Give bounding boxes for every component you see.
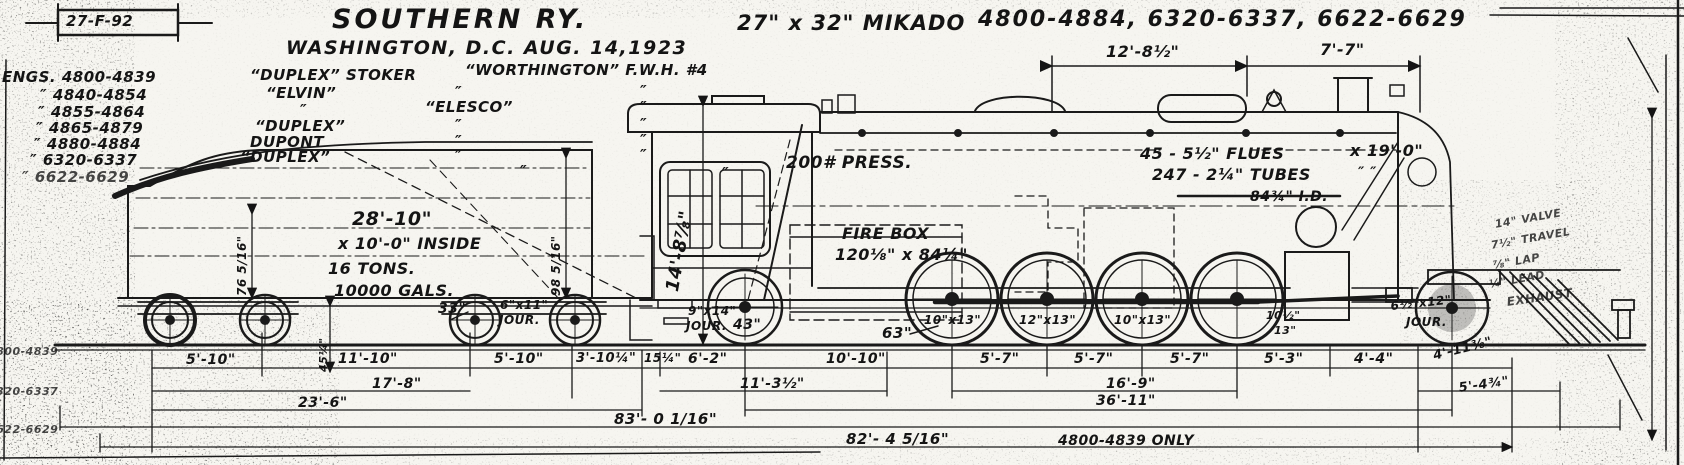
dim-r1-3: 3'-10¼" <box>576 351 637 366</box>
dim-r1-9: 5'-7" <box>1170 351 1210 367</box>
vertical-dimension-lines <box>246 95 1658 442</box>
ditto-m2: ″ <box>722 164 730 182</box>
dim-r1-2: 5'-10" <box>494 351 544 367</box>
drawing-number-box <box>25 3 213 42</box>
firebox-size: 120⅛" x 84¼" <box>835 245 968 264</box>
dim-r1-10: 5'-3" <box>1264 351 1304 367</box>
dim-total-4800-series: 82'- 4 5/16" <box>846 430 950 448</box>
dim-r1-0: 5'-10" <box>186 352 236 368</box>
engine-range-1: ENGS. 4800-4839 <box>2 68 157 86</box>
tender-rear-height-dim: 98 5/16" <box>549 235 563 296</box>
flues-length: x 19'-0" <box>1350 141 1424 160</box>
dim-r1-4: 15¼" <box>644 351 682 365</box>
dim-r3-0: 23'-6" <box>298 395 348 411</box>
tender-truck-height-dim: 45¼" <box>317 337 330 372</box>
margin-number-3: 6622-6629 <box>0 423 59 436</box>
tender-journal-label: JOUR. <box>499 313 540 327</box>
dim-r1-6: 10'-10" <box>826 351 886 367</box>
tender-inside-width: x 10'-0" INSIDE <box>338 234 482 253</box>
driver-journal-1: 10"x13" <box>924 313 982 327</box>
dim-r2-2: 16'-9" <box>1106 376 1156 392</box>
fwh-1: “WORTHINGTON” F.W.H. #4 <box>465 61 708 79</box>
dim-r1-5: 6'-2" <box>688 351 728 367</box>
tubes-length-ditto: ″ ″ <box>1358 165 1377 181</box>
engine-range-4: ″ 4865-4879 <box>36 119 144 137</box>
road-numbers: 4800-4884, 6320-6337, 6622-6629 <box>978 7 1467 32</box>
tender-wheel-diameter: 33" <box>438 301 467 317</box>
boiler <box>639 77 1491 321</box>
flues-count: 45 - 5½" FLUES <box>1140 144 1285 163</box>
tender-inside-length: 28'-10" <box>352 208 432 230</box>
margin-number-2: 6320-6337 <box>0 385 59 398</box>
tender-coal-capacity: 16 TONS. <box>328 259 416 278</box>
ditto-5d: ″ <box>640 131 648 149</box>
engine-range-5: ″ 4880-4884 <box>34 135 142 153</box>
dim-r2-0: 17'-8" <box>372 376 422 392</box>
tubes-count: 247 - 2¼" TUBES <box>1152 165 1311 184</box>
engine-range-3: ″ 4855-4864 <box>38 103 146 121</box>
dim-r2-1: 11'-3½" <box>740 376 805 392</box>
engine-range-2: ″ 4840-4854 <box>40 86 148 104</box>
driver-journal-4b: 13" <box>1274 324 1297 337</box>
stoker-6: “DUPLEX” <box>240 148 331 166</box>
ditto-2d: ″ <box>640 82 648 100</box>
location-date: WASHINGTON, D.C. AUG. 14,1923 <box>286 37 688 59</box>
ditto-6d: ″ <box>640 146 648 164</box>
engine-range-7: ″ 6622-6629 <box>22 168 130 186</box>
trailing-truck-journal-label: JOUR. <box>686 319 727 333</box>
lead-truck-journal-label: JOUR. <box>1406 315 1447 329</box>
top-dimension-lines <box>1040 55 1422 113</box>
ditto-3b: ″ <box>300 101 308 119</box>
tender-front-height-dim: 76 5/16" <box>235 235 249 296</box>
dim-boiler-rear: 12'-8½" <box>1106 42 1180 61</box>
railroad-title: SOUTHERN RY. <box>332 4 589 35</box>
stoker-4: “DUPLEX” <box>255 117 346 135</box>
stoker-5: DUPONT <box>250 133 325 151</box>
driver-journal-4a: 10½" <box>1266 309 1301 322</box>
stoker-1: “DUPLEX” STOKER <box>250 66 417 84</box>
boiler-pressure: 200# PRESS. <box>786 153 913 173</box>
dim-r3-1: 36'-11" <box>1096 393 1156 409</box>
margin-number-1: 4800-4839 <box>0 345 59 358</box>
bottom-dimension-lines <box>59 311 1621 453</box>
tender-water-capacity: 10000 GALS. <box>334 281 455 300</box>
ditto-6c: ″ <box>455 147 463 165</box>
rail-lines <box>53 343 1647 351</box>
driver-journal-2: 12"x13" <box>1019 313 1077 327</box>
pilot <box>1427 269 1635 346</box>
ditto-4d: ″ <box>640 115 648 133</box>
ditto-3d: ″ <box>640 98 648 116</box>
dim-boiler-front: 7'-7" <box>1320 40 1365 59</box>
firebox-label: FIRE BOX <box>842 224 930 243</box>
cylinders-class: 27" x 32" MIKADO <box>737 11 966 35</box>
stoker-2: “ELVIN” <box>266 84 337 102</box>
dim-r1-7: 5'-7" <box>980 351 1020 367</box>
ditto-2c: ″ <box>455 83 463 101</box>
driver-journal-3: 10"x13" <box>1114 313 1172 327</box>
ditto-5c: ″ <box>455 132 463 150</box>
dim-total-note: 4800-4839 ONLY <box>1058 433 1195 449</box>
driver-diameter: 63" <box>882 324 913 342</box>
tender-wheels <box>143 293 602 347</box>
drawing-number: 27-F-92 <box>66 12 134 30</box>
dim-r1-8: 5'-7" <box>1074 351 1114 367</box>
dim-r1-1: 11'-10" <box>338 351 398 367</box>
engine-range-6: ″ 6320-6337 <box>30 151 138 169</box>
dim-total-over-all: 83'- 0 1/16" <box>614 410 718 428</box>
elesco-label: “ELESCO” <box>425 98 513 116</box>
ditto-4c: ″ <box>455 116 463 134</box>
dim-r1-11: 4'-4" <box>1354 351 1394 367</box>
truck-wheel-diameter: 43" <box>733 317 762 333</box>
trailing-truck-journal: 9"x14" <box>688 304 737 318</box>
boiler-inner-diameter: 84¾" I.D. <box>1250 189 1329 205</box>
tender-journal-size: 6"x11" <box>500 298 549 312</box>
ditto-m1: ″ <box>520 162 528 180</box>
